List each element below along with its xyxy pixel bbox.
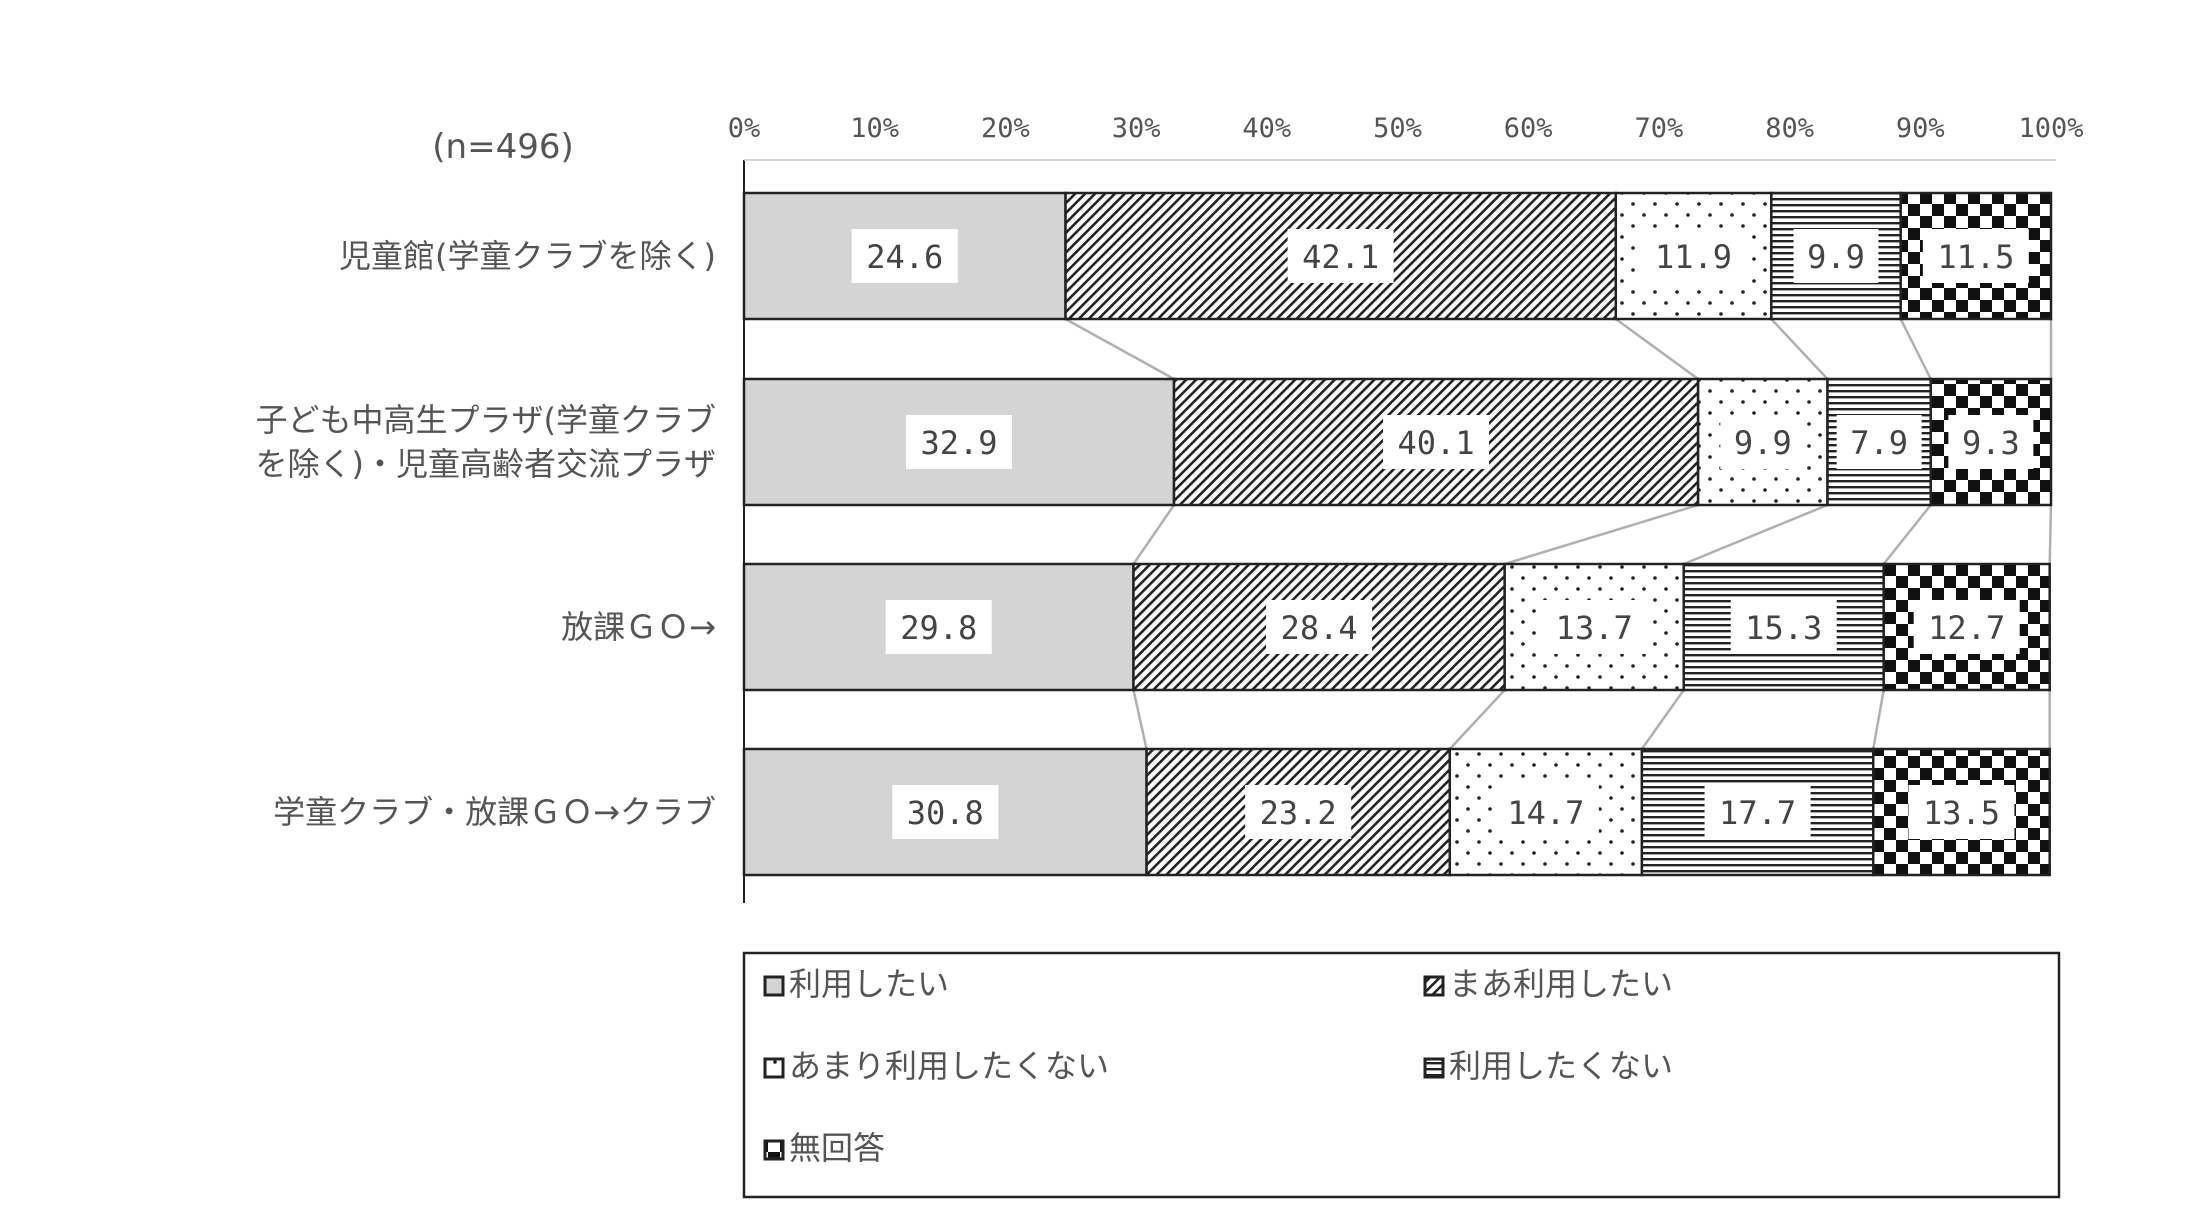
series-line: [1448, 689, 1506, 750]
data-label-box: [892, 785, 999, 839]
data-label: 11.5: [1937, 238, 2014, 276]
data-label-box: [1913, 600, 2020, 654]
x-tick-label: 30%: [1112, 113, 1161, 144]
series-line: [1132, 689, 1148, 750]
data-label-box: [1383, 415, 1490, 469]
data-label-box: [1640, 229, 1747, 283]
x-tick-label: 60%: [1504, 113, 1553, 144]
data-label: 15.3: [1745, 609, 1822, 647]
data-label: 9.9: [1807, 238, 1865, 276]
category-labels: 児童館(学童クラブを除く) 子ども中高生プラザ(学童クラブを除く)・児童高齢者交流…: [256, 237, 717, 831]
x-tick-label: 50%: [1373, 113, 1422, 144]
series-line: [1615, 317, 1699, 381]
legend-label: 利用したい: [789, 965, 949, 1003]
category-label: 放課ＧＯ→: [561, 608, 716, 646]
data-label-box: [1245, 785, 1352, 839]
data-labels: 24.6 42.1 11.9 9.9 11.5 32.9 40.1 9.9 7.9 9.3 29.8…: [851, 229, 2034, 839]
data-label: 9.3: [1962, 424, 2020, 462]
sample-size-note: (n=496): [432, 127, 573, 167]
data-label: 9.9: [1734, 424, 1792, 462]
x-tick-label: 40%: [1242, 113, 1291, 144]
series-line: [1882, 504, 1932, 565]
category-label: を除く)・児童高齢者交流プラザ: [256, 445, 717, 483]
series-line: [1132, 504, 1176, 565]
series-line: [1872, 689, 1885, 750]
data-label-box: [1541, 600, 1648, 654]
data-label-box: [885, 600, 992, 654]
legend-swatch: [1423, 1057, 1445, 1079]
series-line: [1683, 503, 1828, 566]
data-label-box: [1266, 600, 1373, 654]
data-label-box: [1720, 415, 1806, 469]
category-label: 学童クラブ・放課ＧＯ→クラブ: [273, 793, 716, 831]
data-label-box: [851, 229, 958, 283]
data-label: 23.2: [1260, 794, 1337, 832]
x-tick-label: 100%: [2018, 113, 2083, 144]
data-label-box: [1730, 600, 1837, 654]
data-label: 17.7: [1719, 794, 1796, 832]
data-label: 29.8: [900, 609, 977, 647]
legend-frame: [742, 951, 2061, 1199]
legend-label: 利用したくない: [1449, 1047, 1673, 1085]
data-label-box: [906, 415, 1013, 469]
series-line: [1640, 689, 1685, 750]
data-label-box: [1922, 229, 2029, 283]
legend-swatch: [1423, 975, 1445, 997]
data-label-box: [1793, 229, 1879, 283]
data-label: 42.1: [1302, 238, 1379, 276]
legend-swatch: [763, 975, 785, 997]
legend-label: まあ利用したい: [1449, 965, 1673, 1003]
x-tick-label: 10%: [850, 113, 899, 144]
data-label-box: [1908, 785, 2015, 839]
data-label: 28.4: [1281, 609, 1358, 647]
data-label: 13.7: [1556, 609, 1633, 647]
series-lines: [1064, 317, 2053, 750]
data-label: 7.9: [1850, 424, 1908, 462]
legend-swatch: [763, 1057, 785, 1079]
data-label-box: [1948, 415, 2034, 469]
x-tick-label: 20%: [981, 113, 1030, 144]
data-label: 11.9: [1655, 238, 1732, 276]
data-label-box: [1492, 785, 1599, 839]
data-label: 14.7: [1507, 794, 1584, 832]
series-line: [1504, 503, 1699, 566]
category-label: 子ども中高生プラザ(学童クラブ: [256, 401, 717, 439]
series-line: [1770, 318, 1829, 380]
data-label: 13.5: [1923, 794, 2000, 832]
category-label: 児童館(学童クラブを除く): [339, 237, 716, 275]
x-axis-ticks: 0% 10% 20% 30% 40% 50% 60% 70% 80% 90% 100%: [728, 113, 2084, 144]
data-label: 24.6: [866, 238, 943, 276]
legend-label: あまり利用したくない: [789, 1047, 1109, 1085]
data-label-box: [1704, 785, 1811, 839]
legend-label: 無回答: [789, 1129, 885, 1167]
series-line: [1899, 318, 1932, 380]
data-label: 40.1: [1398, 424, 1475, 462]
data-label-box: [1836, 415, 1922, 469]
x-tick-label: 90%: [1896, 113, 1945, 144]
x-tick-label: 80%: [1765, 113, 1814, 144]
data-label: 32.9: [920, 424, 997, 462]
data-label: 12.7: [1928, 609, 2005, 647]
x-tick-label: 0%: [728, 113, 761, 144]
series-line: [2048, 504, 2053, 565]
bar-segments: [742, 191, 2053, 877]
series-line: [1064, 317, 1175, 381]
data-label-box: [1287, 229, 1394, 283]
x-tick-label: 70%: [1635, 113, 1684, 144]
legend-swatch: [763, 1139, 785, 1161]
data-label: 30.8: [907, 794, 984, 832]
